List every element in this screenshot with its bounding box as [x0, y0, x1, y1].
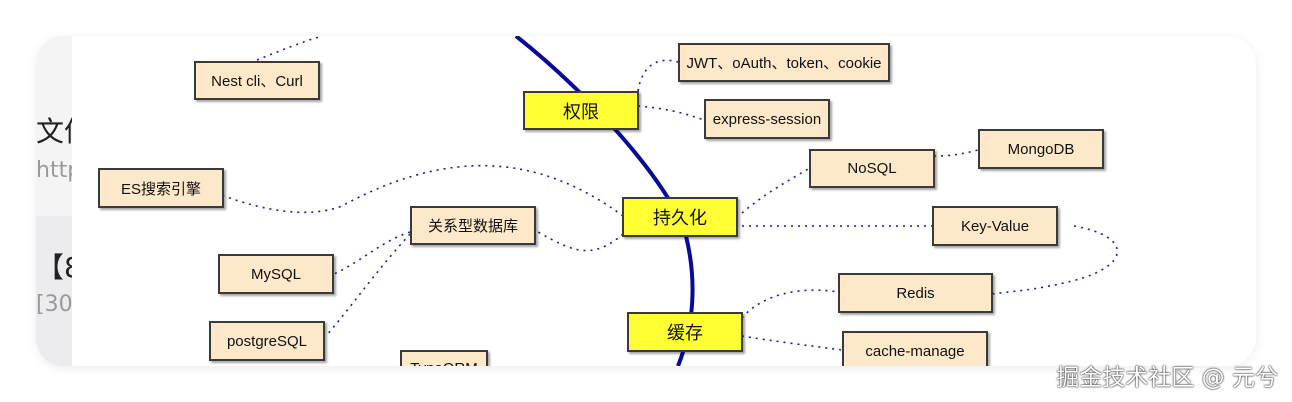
node-mysql: MySQL	[218, 254, 334, 294]
branch-cache: 缓存	[627, 312, 743, 352]
node-cache-manage: cache-manage	[842, 331, 988, 366]
connector-kv-redis	[991, 225, 1118, 295]
node-redis: Redis	[838, 273, 993, 313]
node-jwt-oauth: JWT、oAuth、token、cookie	[678, 43, 890, 82]
connector-persistence-nosql	[741, 167, 811, 214]
node-key-value: Key-Value	[932, 206, 1058, 246]
mindmap-image: Nest cli、Curl JWT、oAuth、token、cookie 权限 …	[72, 36, 1256, 366]
node-relational-db: 关系型数据库	[410, 206, 536, 245]
connector-persistence-es	[223, 164, 624, 217]
connector-nosql-mongodb	[933, 149, 979, 157]
connector-permission-jwt	[637, 59, 679, 92]
connector-top-partial	[256, 36, 323, 61]
connector-reldb-postgres	[325, 233, 411, 337]
list-item-strip	[36, 216, 76, 366]
connector-cache-redis	[741, 289, 839, 319]
branch-permission: 权限	[523, 91, 639, 130]
node-es-search: ES搜索引擎	[98, 168, 224, 208]
branch-persistence: 持久化	[622, 197, 738, 237]
connector-reldb-mysql	[333, 231, 411, 275]
connector-persistence-reldb	[537, 231, 624, 252]
connector-cache-manage	[741, 335, 843, 351]
node-nest-cli-curl: Nest cli、Curl	[194, 61, 320, 100]
node-postgresql: postgreSQL	[209, 321, 325, 361]
node-mongodb: MongoDB	[978, 129, 1104, 169]
watermark: 掘金技术社区 @ 元兮	[1056, 365, 1278, 391]
connector-permission-session	[637, 105, 705, 121]
node-nosql: NoSQL	[809, 149, 935, 188]
node-express-session: express-session	[704, 99, 830, 139]
article-sub2-fragment: [30	[36, 292, 73, 317]
node-partial-bottom: TypeORM	[400, 350, 488, 366]
